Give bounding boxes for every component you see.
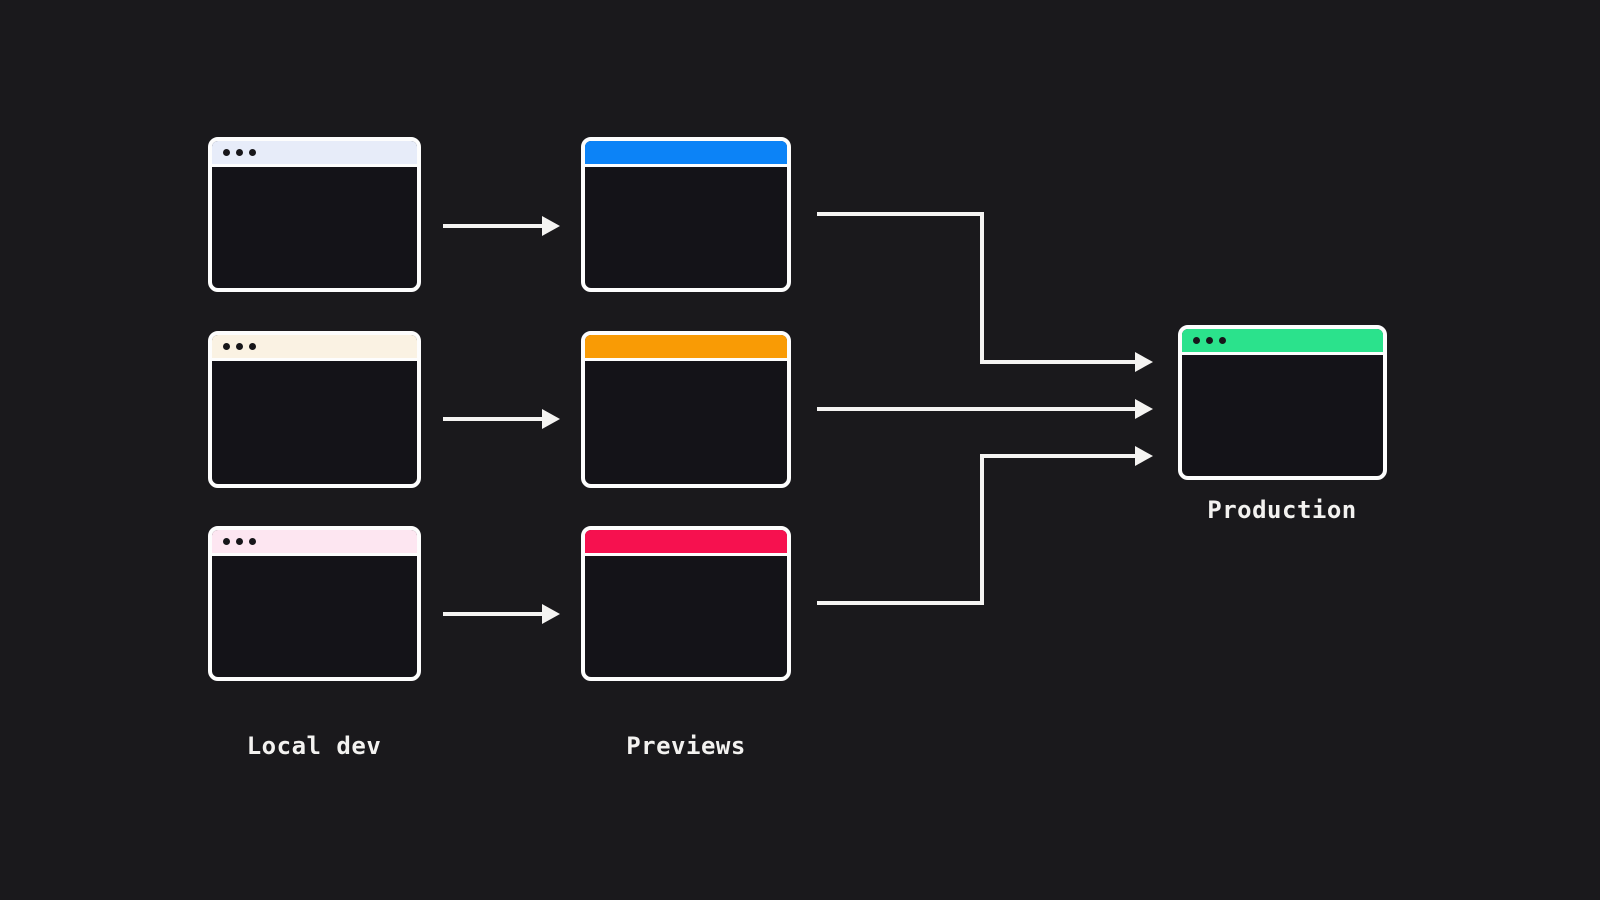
window-dot-icon	[249, 538, 256, 545]
browser-window-production	[1178, 325, 1387, 480]
window-titlebar	[212, 335, 417, 361]
window-titlebar	[1182, 329, 1383, 355]
arrowhead-preview-3	[1135, 446, 1153, 466]
connector-preview-1-to-production	[817, 212, 1135, 364]
browser-window-local-dev-2	[208, 331, 421, 488]
traffic-light-dots-icon	[223, 343, 256, 350]
browser-window-local-dev-3	[208, 526, 421, 681]
arrowhead-local-3	[542, 604, 560, 624]
traffic-light-dots-icon	[223, 149, 256, 156]
window-dot-icon	[1193, 337, 1200, 344]
browser-window-preview-3	[581, 526, 791, 681]
window-dot-icon	[236, 149, 243, 156]
traffic-light-dots-icon	[223, 538, 256, 545]
production-label: Production	[1207, 496, 1357, 524]
browser-window-preview-2	[581, 331, 791, 488]
window-dot-icon	[223, 538, 230, 545]
window-titlebar	[212, 530, 417, 556]
window-dot-icon	[236, 538, 243, 545]
window-dot-icon	[1206, 337, 1213, 344]
window-titlebar	[212, 141, 417, 167]
local-dev-label: Local dev	[246, 732, 382, 760]
traffic-light-dots-icon	[1193, 337, 1226, 344]
arrowhead-preview-2	[1135, 399, 1153, 419]
window-dot-icon	[1219, 337, 1226, 344]
browser-window-preview-1	[581, 137, 791, 292]
window-titlebar	[585, 141, 787, 167]
window-dot-icon	[249, 343, 256, 350]
window-dot-icon	[249, 149, 256, 156]
previews-label: Previews	[626, 732, 746, 760]
window-dot-icon	[223, 343, 230, 350]
window-titlebar	[585, 335, 787, 361]
arrowhead-local-1	[542, 216, 560, 236]
browser-window-local-dev-1	[208, 137, 421, 292]
connector-preview-3-to-production	[817, 454, 1135, 605]
window-titlebar	[585, 530, 787, 556]
arrowhead-preview-1	[1135, 352, 1153, 372]
window-dot-icon	[223, 149, 230, 156]
arrowhead-local-2	[542, 409, 560, 429]
window-dot-icon	[236, 343, 243, 350]
